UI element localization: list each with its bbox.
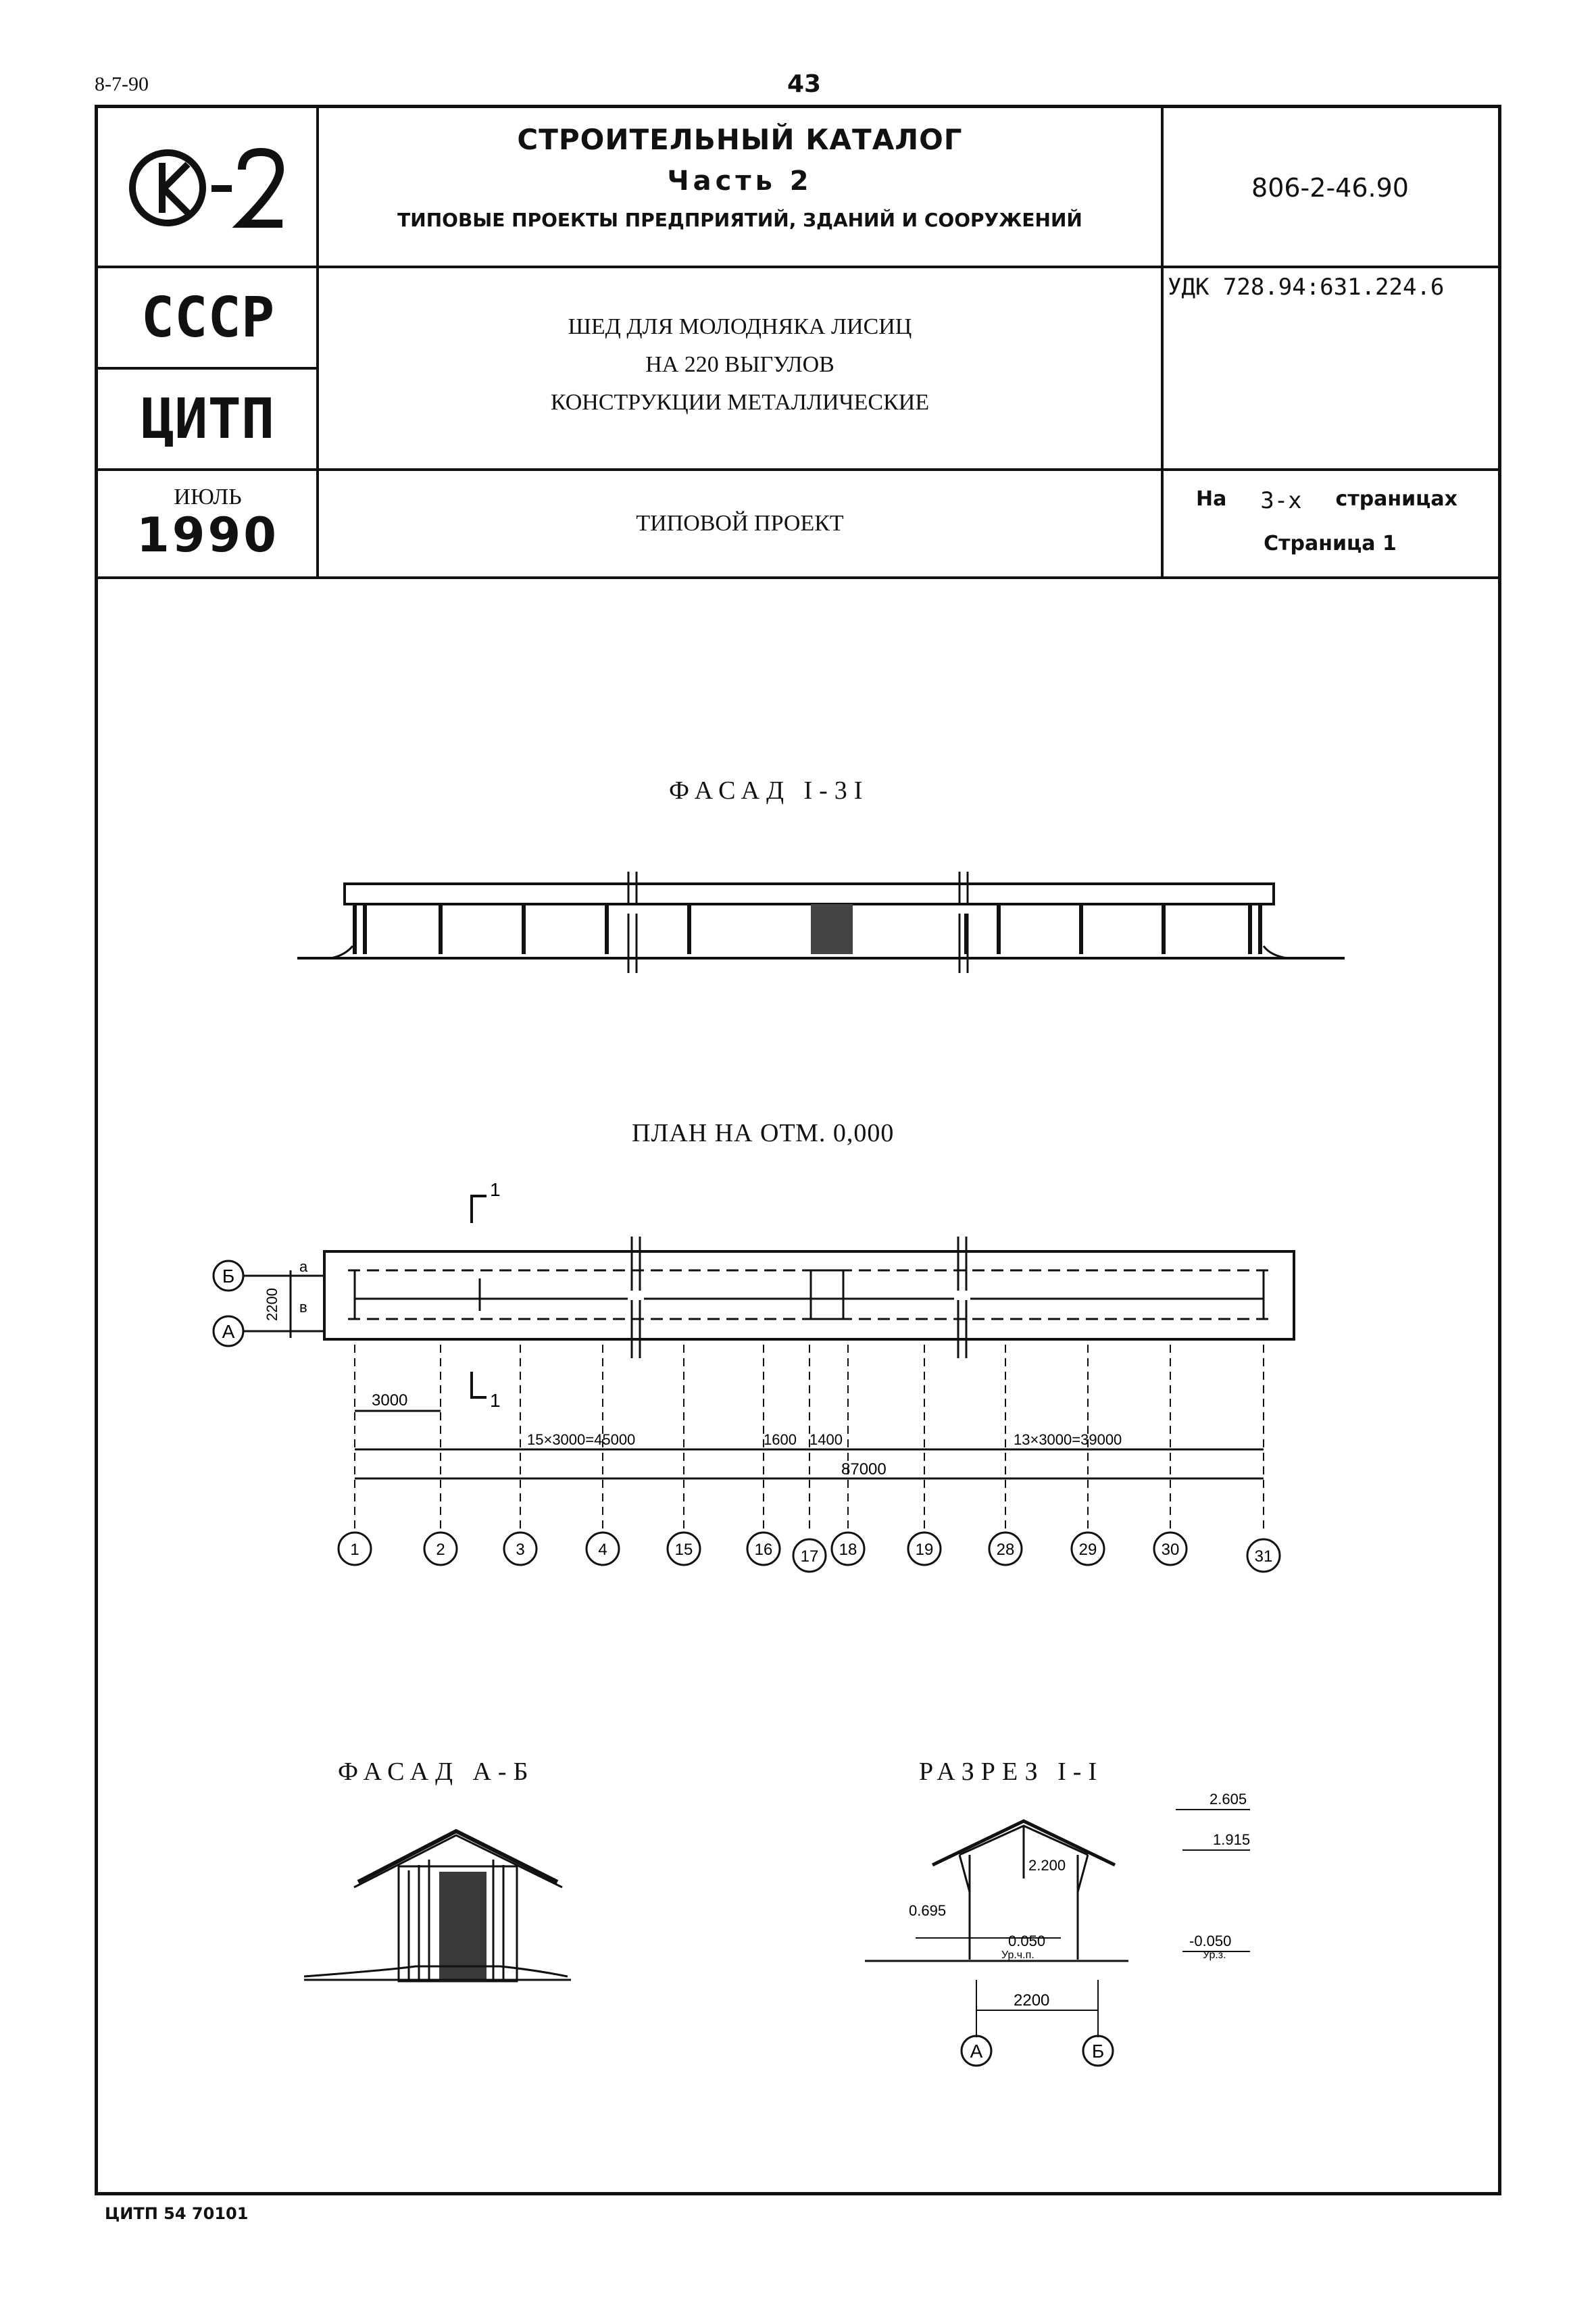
row-axis-a: А [222,1321,235,1342]
column-axis-label: 2 [436,1541,445,1559]
issue-year: 1990 [136,507,279,563]
page-label: Страница 1 [1264,532,1397,555]
document-number: 806-2-46.90 [1251,172,1409,203]
section-axis-b: Б [1092,2041,1104,2062]
column-axis-label: 28 [997,1541,1015,1559]
catalog-header: СТРОИТЕЛЬНЫЙ КАТАЛОГ Часть 2 ТИПОВЫЕ ПРО… [318,108,1162,267]
section-drawing: 2.200 0.695 0.050 Ур.ч.п. 2.605 1.915 -0… [865,1791,1250,2067]
section-mark-bottom: 1 [490,1390,501,1411]
column-axis-circle [792,1538,827,1573]
row-axis-b: Б [222,1266,234,1287]
catalog-part: Часть 2 [667,166,813,197]
plan-dim-run2: 13×3000=39000 [1014,1431,1122,1448]
column-axis-label: 31 [1255,1547,1273,1566]
column-axis-label: 1 [350,1541,359,1559]
subject-line-1: ШЕД ДЛЯ МОЛОДНЯКА ЛИСИЦ [568,314,912,339]
column-axis-circle [337,1531,372,1566]
catalog-logo [98,108,318,267]
column-axis-circle [746,1531,781,1566]
plan-dim-run1: 15×3000=45000 [527,1431,635,1448]
column-axis-circle [423,1531,458,1566]
column-axis-circle [1246,1538,1281,1573]
column-axis-label: 16 [755,1541,773,1559]
sheet-code: 8-7-90 [95,73,149,95]
column-axis-circle [1153,1531,1188,1566]
section-ground-label: Ур.з. [1203,1949,1226,1961]
subject-line-2: НА 220 ВЫГУЛОВ [645,352,834,377]
drawing-frame: СТРОИТЕЛЬНЫЙ КАТАЛОГ Часть 2 ТИПОВЫЕ ПРО… [95,105,1501,2195]
plan-dim-width: 2200 [264,1288,280,1321]
column-axis-circle [907,1531,942,1566]
column-axis-label: 15 [675,1541,693,1559]
plan-dim-total: 87000 [841,1460,887,1478]
section-elev-ground: -0.050 [1189,1933,1231,1949]
section-axis-a: А [970,2041,983,2062]
column-axis-label: 30 [1162,1541,1180,1559]
catalog-title: СТРОИТЕЛЬНЫЙ КАТАЛОГ [517,123,963,156]
column-axis-circle [585,1531,620,1566]
pages-suffix: страницах [1335,487,1457,511]
column-axis-circle [666,1531,701,1566]
sk2-logo-icon [128,147,284,228]
subject-line-3: КОНСТРУКЦИИ МЕТАЛЛИЧЕСКИЕ [550,390,930,415]
section-elev-low: 0.695 [909,1902,946,1919]
section-title: РАЗРЕЗ I-I [919,1758,1104,1786]
column-axis-circle [503,1531,538,1566]
section-mark-top: 1 [490,1179,501,1200]
plan-label-b: в [299,1299,307,1316]
facade-ab-title: ФАСАД А-Б [338,1758,535,1786]
column-axis-circle [830,1531,866,1566]
project-subject: ШЕД ДЛЯ МОЛОДНЯКА ЛИСИЦ НА 220 ВЫГУЛОВ К… [318,267,1162,470]
plan-dim-1400: 1400 [809,1431,843,1448]
section-elev-inner: 2.200 [1028,1857,1066,1874]
issue-date: ИЮЛЬ 1990 [98,470,318,578]
pages-count: 3-х [1260,487,1302,514]
column-axis-label: 19 [916,1541,934,1559]
facade-1-31-title: ФАСАД I-3I [669,776,870,805]
project-kind: ТИПОВОЙ ПРОЕКТ [636,511,844,536]
footer-stamp: ЦИТП 54 70101 [105,2204,249,2223]
plan-label-a: а [299,1258,308,1275]
column-axis-label: 3 [516,1541,524,1559]
plan-dim-bay: 3000 [372,1391,407,1410]
facade-ab-drawing [303,1828,571,1983]
column-axis-circle [1070,1531,1105,1566]
facade-1-31-drawing [297,872,1345,973]
section-elev-floor: 0.050 [1008,1933,1045,1949]
column-axis-circle [988,1531,1023,1566]
plan-drawing: 1 1 Б А а в 2200 3000 15×3000=45000 1600… [212,1179,1295,1573]
column-axis-label: 17 [801,1547,819,1566]
page-number: 43 [787,70,822,98]
section-floor-label: Ур.ч.п. [1001,1949,1034,1961]
plan-dim-1600: 1600 [764,1431,797,1448]
column-axis-label: 18 [839,1541,857,1559]
plan-title: ПЛАН НА ОТМ. 0,000 [632,1119,895,1147]
catalog-subtitle: ТИПОВЫЕ ПРОЕКТЫ ПРЕДПРИЯТИЙ, ЗДАНИЙ И СО… [397,209,1082,231]
column-axis-label: 4 [598,1541,607,1559]
pages-prefix: На [1196,487,1227,511]
org-country: СССР [141,285,275,350]
section-elev-ridge: 2.605 [1210,1791,1247,1808]
section-span: 2200 [1014,1991,1049,2010]
org-name: ЦИТП [141,387,275,451]
page-info: На 3-х страницах Страница 1 [1162,470,1498,578]
section-elev-eave: 1.915 [1213,1831,1250,1848]
issue-month: ИЮЛЬ [174,484,242,509]
column-axis-label: 29 [1079,1541,1097,1559]
udk-code: УДК 728.94:631.224.6 [1168,274,1445,301]
